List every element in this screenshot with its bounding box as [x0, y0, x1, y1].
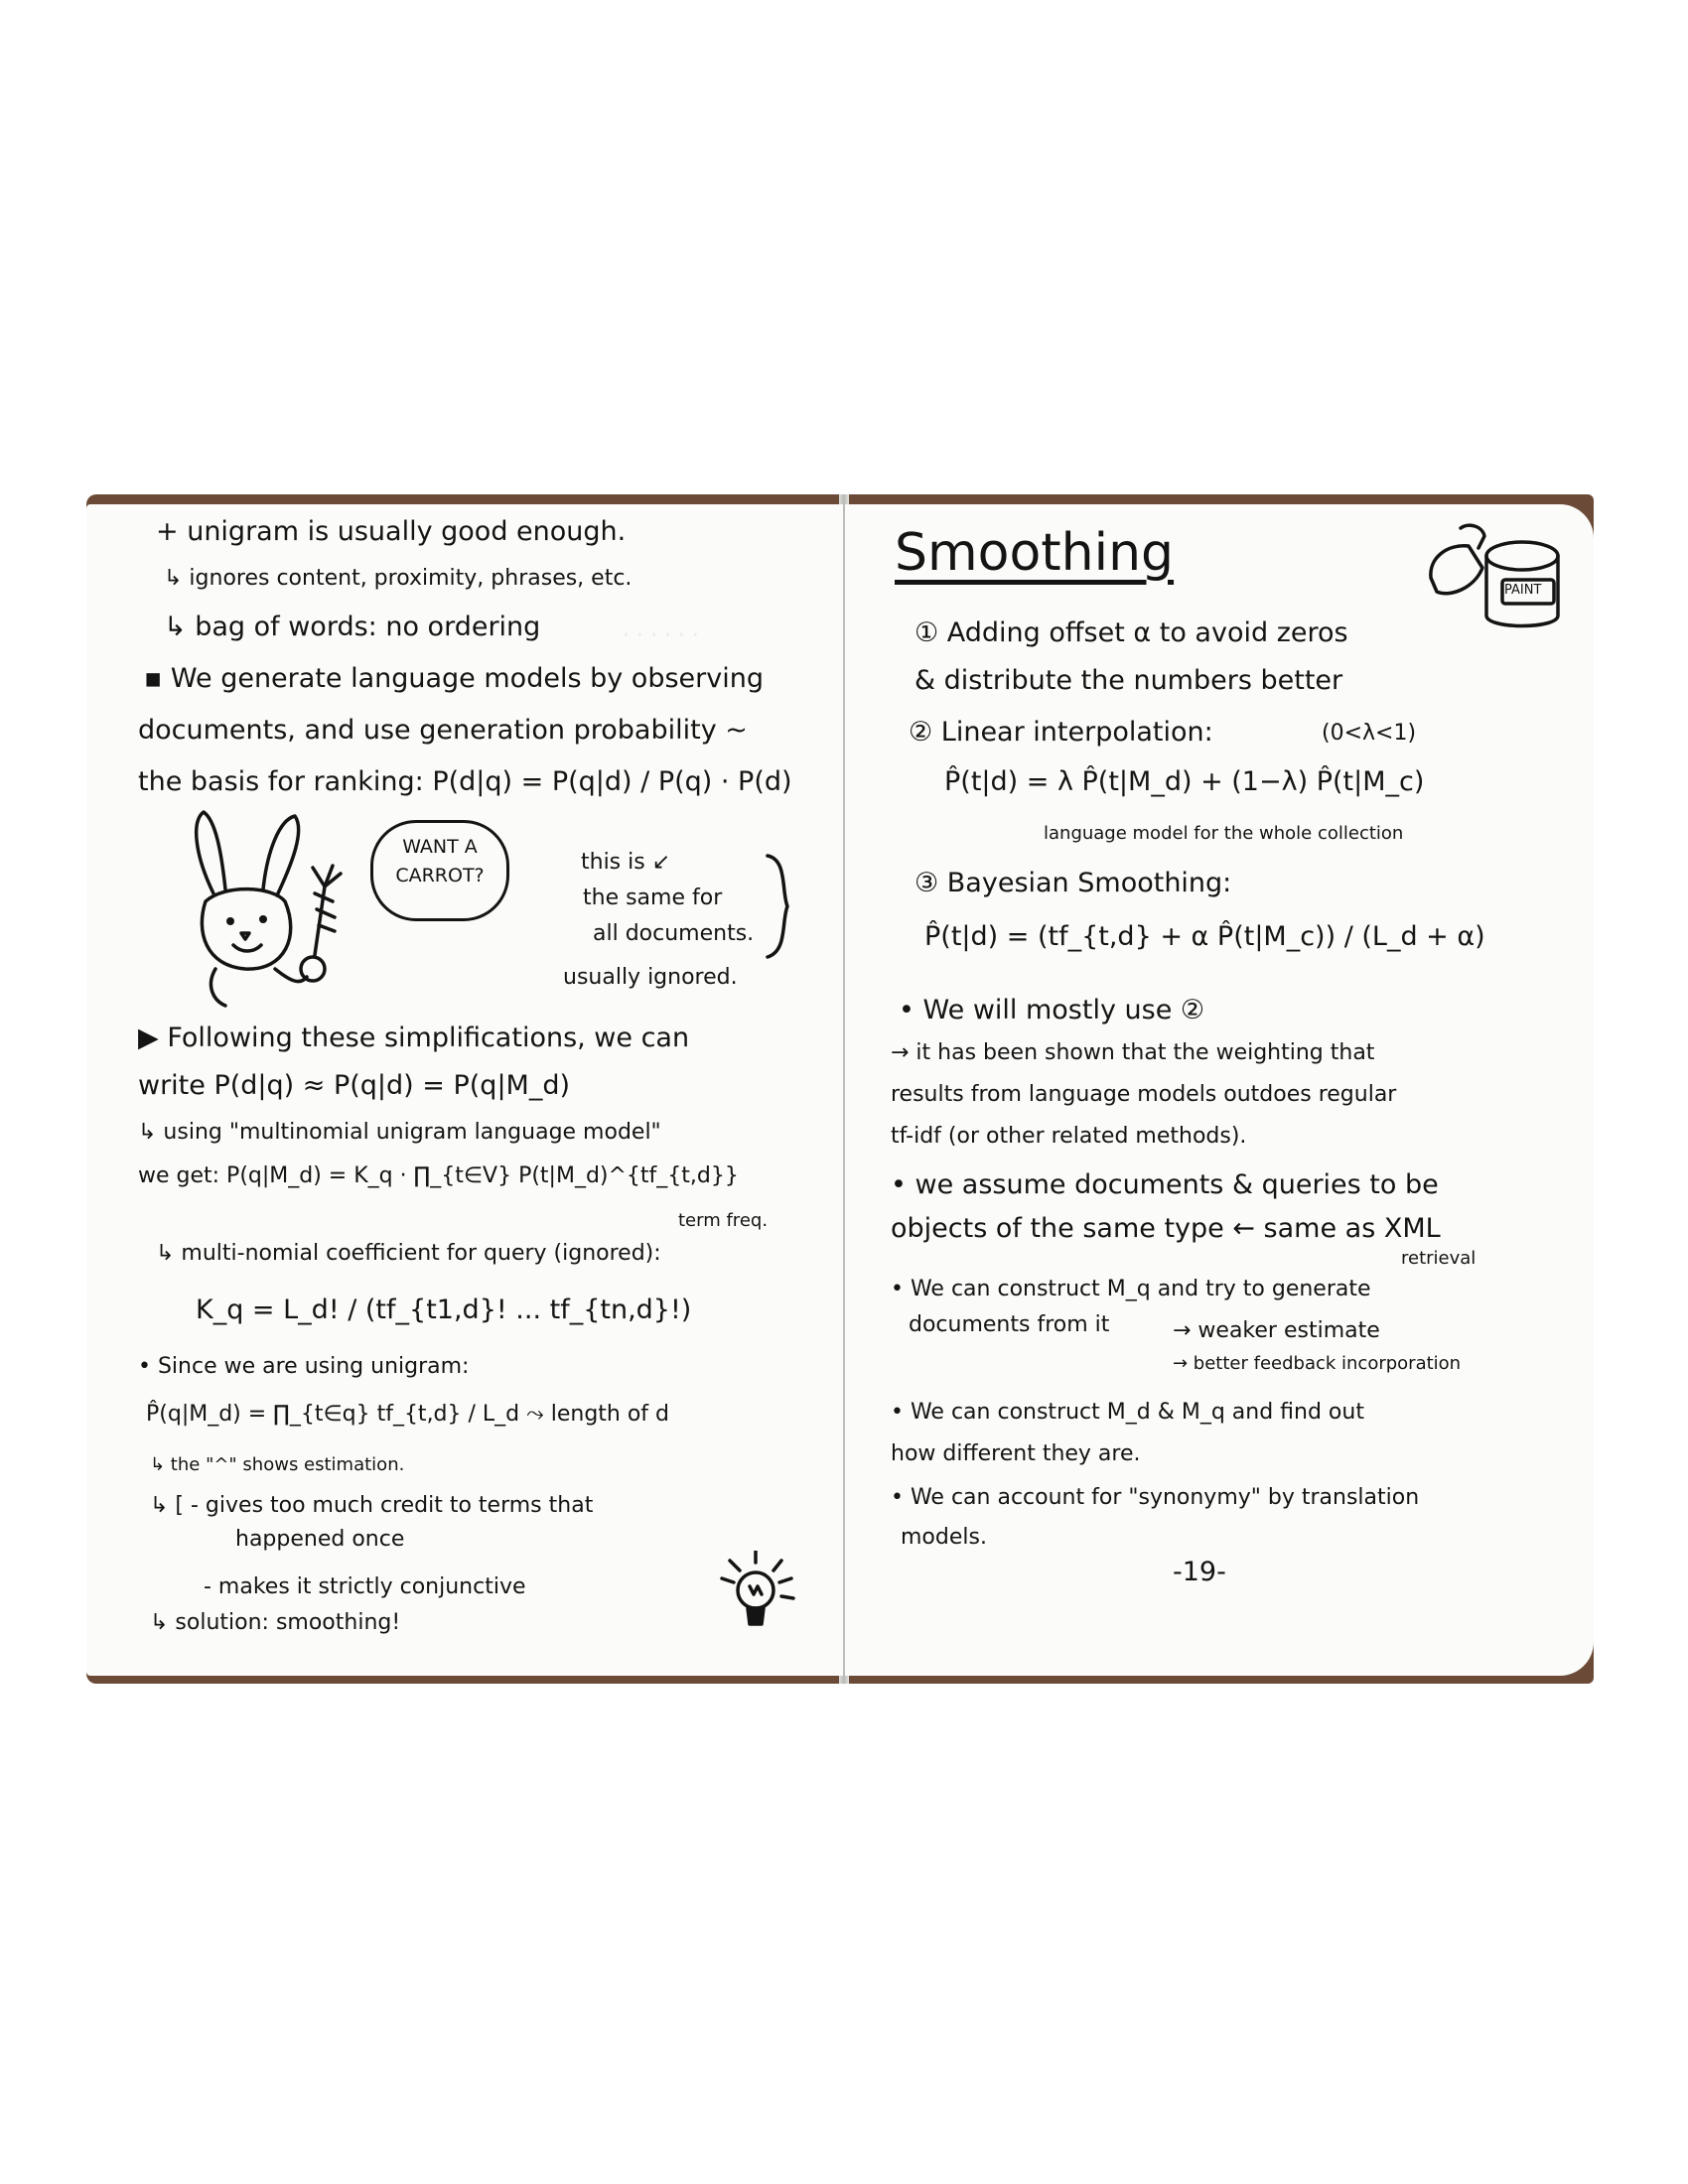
- note-line: ↳ the "^" shows estimation.: [150, 1454, 405, 1475]
- note-line: K_q = L_d! / (tf_{t1,d}! ... tf_{tn,d}!): [196, 1295, 692, 1325]
- note-line: ↳ multi-nomial coefficient for query (ig…: [156, 1241, 661, 1266]
- notebook-spread: · · · · · · + unigram is usually good en…: [86, 494, 1594, 1684]
- note-line: • Since we are using unigram:: [138, 1354, 470, 1379]
- right-page: Smoothing PAINT ① Adding offset α to avo…: [845, 504, 1594, 1676]
- note-line: + unigram is usually good enough.: [156, 516, 627, 547]
- note-line: P̂(t|d) = (tf_{t,d} + α P̂(t|M_c)) / (L_…: [924, 921, 1485, 952]
- note-line: ↳ solution: smoothing!: [150, 1610, 401, 1635]
- note-line: → better feedback incorporation: [1173, 1353, 1462, 1374]
- note-line: tf-idf (or other related methods).: [891, 1124, 1247, 1149]
- note-line: ▪ We generate language models by observi…: [144, 663, 764, 694]
- note-line: happened once: [235, 1527, 405, 1552]
- note-line: • We can construct M_q and try to genera…: [891, 1277, 1371, 1301]
- note-line: P̂(q|M_d) = ∏_{t∈q} tf_{t,d} / L_d ⤳ len…: [146, 1402, 670, 1427]
- note-line: models.: [901, 1525, 987, 1550]
- note-line: objects of the same type ← same as XML: [891, 1213, 1441, 1244]
- note-line: the same for: [583, 886, 723, 910]
- lightbulb-icon: [720, 1551, 795, 1626]
- page-title: Smoothing: [895, 523, 1175, 583]
- note-line: we get: P(q|M_d) = K_q · ∏_{t∈V} P(t|M_d…: [138, 1163, 739, 1188]
- note-line: the basis for ranking: P(d|q) = P(q|d) /…: [138, 766, 792, 797]
- note-line: P̂(t|d) = λ P̂(t|M_d) + (1−λ) P̂(t|M_c): [944, 766, 1425, 797]
- bleed-through-text: · · · · · ·: [623, 623, 699, 648]
- note-line: ② Linear interpolation:: [909, 717, 1213, 748]
- notebook-gutter: [839, 494, 849, 1684]
- note-line: term freq.: [678, 1210, 769, 1231]
- note-line: this is ↙: [581, 850, 671, 875]
- note-line: documents, and use generation probabilit…: [138, 715, 748, 746]
- note-line: • We can account for "synonymy" by trans…: [891, 1485, 1420, 1510]
- paint-jar-icon: [1429, 523, 1560, 628]
- note-line: usually ignored.: [563, 965, 738, 990]
- note-line: language model for the whole collection: [1044, 823, 1404, 844]
- note-line: ▶ Following these simplifications, we ca…: [138, 1023, 690, 1053]
- note-line: • we assume documents & queries to be: [891, 1169, 1439, 1200]
- note-line: results from language models outdoes reg…: [891, 1082, 1397, 1107]
- bunny-drawing: [194, 810, 343, 1008]
- note-line: - makes it strictly conjunctive: [204, 1574, 526, 1599]
- note-line: • We will mostly use ②: [899, 995, 1205, 1025]
- left-page: · · · · · · + unigram is usually good en…: [86, 504, 843, 1676]
- note-line: how different they are.: [891, 1441, 1141, 1466]
- note-line: documents from it: [909, 1312, 1110, 1337]
- note-line: → weaker estimate: [1173, 1318, 1380, 1343]
- note-line: ③ Bayesian Smoothing:: [914, 868, 1232, 898]
- page-number: -19-: [1173, 1557, 1226, 1587]
- jar-label: PAINT: [1504, 583, 1542, 598]
- note-line: ↳ ignores content, proximity, phrases, e…: [164, 566, 633, 591]
- bubble-text: WANT A: [402, 836, 478, 858]
- note-line: • We can construct M_d & M_q and find ou…: [891, 1400, 1364, 1425]
- note-line: all documents.: [593, 921, 755, 946]
- note-line: ↳ [ - gives too much credit to terms tha…: [150, 1493, 594, 1518]
- note-line: ↳ bag of words: no ordering: [164, 612, 541, 642]
- speech-bubble: WANT A CARROT?: [370, 820, 509, 921]
- note-line: ↳ using "multinomial unigram language mo…: [138, 1120, 661, 1145]
- note-line: write P(d|q) ≈ P(q|d) = P(q|M_d): [138, 1070, 571, 1101]
- note-line: → it has been shown that the weighting t…: [891, 1040, 1375, 1065]
- note-line: retrieval: [1401, 1248, 1477, 1269]
- bubble-text: CARROT?: [395, 864, 485, 887]
- brace-icon: [766, 854, 789, 959]
- note-line: & distribute the numbers better: [914, 665, 1343, 696]
- note-line: ① Adding offset α to avoid zeros: [914, 617, 1348, 648]
- note-line: (0<λ<1): [1322, 721, 1417, 746]
